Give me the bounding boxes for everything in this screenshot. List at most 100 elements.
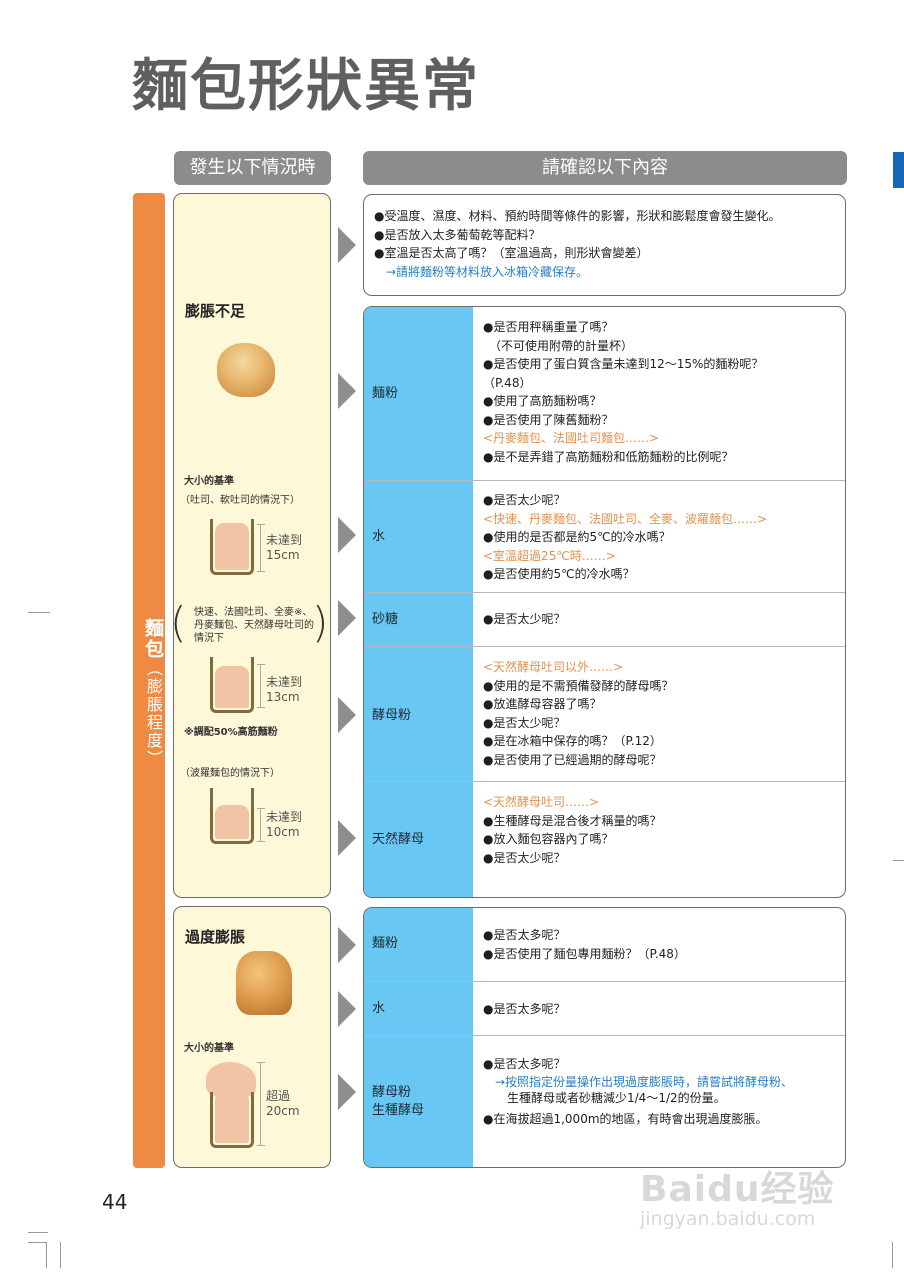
category-label: 水 [372,529,386,544]
category-cell: 酵母粉 生種酵母 [364,1036,473,1167]
arrow-right-icon [338,697,356,733]
table-row-flour: 麵粉 ●是否太多呢？ ●是否使用了麵包專用麵粉？（P.48） [364,908,845,981]
bread-underrisen-image [217,343,275,397]
category-label: 砂糖 [372,612,399,627]
arrow-right-icon [338,600,356,636]
check-item: ●是否太少呢？ [483,612,566,626]
panel-insufficient-rise: 膨脹不足 大小的基準 （吐司、軟吐司的情況下） 未達到 15cm ( ) 快速、… [170,193,331,898]
condition-note: <丹麥麵包、法國吐司麵包……> [483,431,660,445]
check-list: ●是否太少呢？ <快速、丹麥麵包、法國吐司、全麥、波羅麵包……> ●使用的是否都… [483,491,767,584]
size-standard-label: 大小的基準 [184,476,234,487]
table-row-water: 水 ●是否太少呢？ <快速、丹麥麵包、法國吐司、全麥、波羅麵包……> ●使用的是… [364,480,845,592]
crop-mark [28,1232,48,1233]
arrow-right-icon [338,991,356,1027]
check-list: ●是否太少呢？ [483,610,565,629]
arrow-right-icon [338,927,356,963]
condition-note: <天然酵母吐司……> [483,795,600,809]
bread-pan-icon [210,657,254,713]
condition-note: <快速、丹麥麵包、法國吐司、全麥、波羅麵包……> [483,511,768,526]
table-over-rise: 麵粉 ●是否太多呢？ ●是否使用了麵包專用麵粉？（P.48） 水 ●是否太多呢？… [363,907,846,1168]
check-item: ●是否太多呢？ [483,1002,566,1016]
general-info-box: ●受溫度、濕度、材料、預約時間等條件的影響，形狀和膨鬆度會發生變化。 ●是否放入… [363,194,846,296]
check-item: （不可使用附帶的計量杯） [483,338,634,353]
header-check: 請確認以下內容 [363,151,847,185]
side-category-label: 麵包（膨脹程度） [133,618,165,768]
side-category-bar: 麵包（膨脹程度） [133,193,165,1168]
case2-condition-line2: 丹麥麵包、天然酵母吐司的 [194,620,314,631]
info-arrow-line: →請將麵粉等材料放入冰箱冷藏保存。 [386,264,589,279]
crop-mark [892,1242,893,1268]
arrow-right-icon [338,227,356,263]
check-item: ●是否使用了麵包專用麵粉？（P.48） [483,946,686,961]
advice-arrow-line: →按照指定份量操作出現過度膨脹時，請嘗試將酵母粉、 [483,1074,794,1089]
check-list: ●是否太多呢？ →按照指定份量操作出現過度膨脹時，請嘗試將酵母粉、 生種酵母或者… [483,1055,793,1128]
case3-condition: （波羅麵包的情況下） [180,768,280,779]
arrow-right-icon [338,1074,356,1110]
case2-condition-line1: 快速、法國吐司、全麥※、 [194,607,313,618]
table-row-water: 水 ●是否太多呢？ [364,981,845,1035]
measure-bar-icon [257,664,265,708]
check-list: ●是否太多呢？ [483,1000,565,1019]
crop-mark [28,612,50,613]
close-paren: ) [312,598,329,647]
check-list: ●是否用秤稱重量了嗎？ （不可使用附帶的計量杯） ●是否使用了蛋白質含量未達到1… [483,318,763,466]
watermark: Baidu经验 jingyan.baidu.com [640,1160,834,1230]
check-item: ●生種酵母是混合後才稱量的嗎？ [483,813,662,828]
check-item: ●是在冰箱中保存的嗎？（P.12） [483,734,662,748]
arrow-right-icon [338,820,356,856]
table-row-flour: 麵粉 ●是否用秤稱重量了嗎？ （不可使用附帶的計量杯） ●是否使用了蛋白質含量未… [364,307,845,480]
check-item: （P.48） [483,375,532,390]
case1-condition: （吐司、軟吐司的情況下） [180,495,300,506]
check-list: ●是否太多呢？ ●是否使用了麵包專用麵粉？（P.48） [483,926,686,963]
check-list: <天然酵母吐司以外……> ●使用的是不需預備發酵的酵母嗎？ ●放進酵母容器了嗎？… [483,658,673,769]
case2-limit-text: 未達到 [266,675,303,689]
panel-over-rise: 過度膨脹 大小的基準 超過 20cm [173,906,331,1168]
case2-condition-line3: 情況下 [194,633,224,644]
table-insufficient-rise: 麵粉 ●是否用秤稱重量了嗎？ （不可使用附帶的計量杯） ●是否使用了蛋白質含量未… [363,306,846,898]
check-item: ●是否太少呢？ [483,715,566,730]
category-cell: 水 [364,481,473,592]
check-item: ●是否太多呢？ [483,928,566,942]
check-item: ●是不是弄錯了高筋麵粉和低筋麵粉的比例呢？ [483,449,734,464]
check-item: ●放進酵母容器了嗎？ [483,697,602,711]
check-item: ●是否用秤稱重量了嗎？ [483,320,614,334]
open-paren: ( [170,598,187,647]
case1-limit-text: 未達到 [266,533,303,547]
side-label-paren: （膨脹程度） [144,660,163,768]
page-title: 麵包形狀異常 [132,54,480,119]
case3-limit-text: 未達到 [266,810,303,824]
advice-continuation: 生種酵母或者砂糖減少1/4～1/2的份量。 [483,1090,726,1105]
category-label: 麵粉 [372,936,399,951]
condition-note: <室溫超過25℃時……> [483,548,616,563]
category-cell: 砂糖 [364,593,473,646]
bread-pan-icon [210,519,254,575]
arrow-right-icon [338,373,356,409]
check-item: ●是否太少呢？ [483,850,566,865]
check-item: ●是否使用了陳舊麵粉？ [483,412,614,427]
watermark-logo: Baidu经验 [640,1169,835,1210]
over-rise-title: 過度膨脹 [185,928,246,946]
category-cell: 天然酵母 [364,782,473,897]
case2-note: ※調配50%高筋麵粉 [184,727,278,738]
info-line: ●受溫度、濕度、材料、預約時間等條件的影響，形狀和膨鬆度會發生變化。 [374,209,781,223]
check-item: ●在海拔超過1,000m的地區，有時會出現過度膨脹。 [483,1111,768,1126]
insufficient-rise-title: 膨脹不足 [185,302,246,320]
info-line: ●室溫是否太高了嗎？（室溫過高，則形狀會變差） [374,246,649,260]
bread-pan-icon [210,788,254,844]
condition-note: <天然酵母吐司以外……> [483,660,624,674]
over-limit-value: 20cm [266,1104,300,1118]
check-item: ●是否太多呢？ [483,1057,566,1071]
over-size-standard-label: 大小的基準 [184,1043,234,1054]
category-label: 天然酵母 [372,832,425,847]
category-label: 麵粉 [372,386,399,401]
check-item: ●是否使用了蛋白質含量未達到12～15%的麵粉呢？ [483,357,764,371]
check-item: ●是否太少呢？ [483,493,566,507]
measure-bar-icon [257,524,265,572]
category-cell: 水 [364,982,473,1035]
measure-bar-icon [257,808,265,842]
case3-limit-value: 10cm [266,825,300,839]
crop-mark [60,1242,61,1268]
bread-pan-icon [210,1092,254,1148]
crop-mark [893,860,904,861]
table-row-yeast: 酵母粉 <天然酵母吐司以外……> ●使用的是不需預備發酵的酵母嗎？ ●放進酵母容… [364,646,845,781]
